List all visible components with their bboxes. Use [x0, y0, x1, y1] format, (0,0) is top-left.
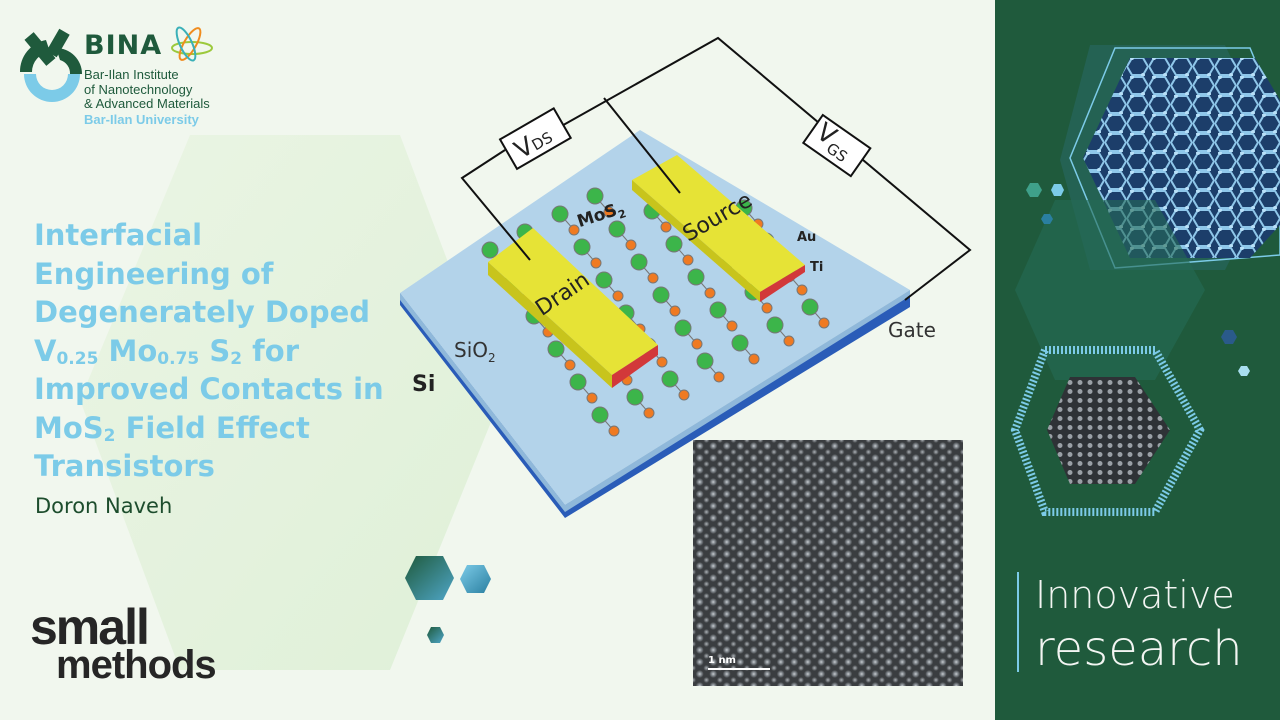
mo-atom: [573, 238, 591, 256]
source-electrode: [632, 155, 805, 292]
panel-decoration: [1010, 45, 1280, 516]
mo-atom: [665, 235, 683, 253]
mo-atom: [674, 319, 692, 337]
s-atom: [603, 206, 615, 218]
mo-atom: [547, 340, 565, 358]
tagline-line1: Innovative: [1035, 573, 1235, 617]
au-label: Au: [797, 230, 817, 245]
decor-hexagon: [460, 565, 491, 593]
tagline-line2: research: [1035, 621, 1243, 677]
s-atom: [748, 353, 760, 365]
tagline: Innovative research: [1035, 570, 1243, 678]
mo-atom: [731, 334, 749, 352]
mo-atom: [586, 187, 604, 205]
s-atom: [564, 359, 576, 371]
title-line: Engineering of: [34, 256, 274, 291]
mo-atom: [630, 253, 648, 271]
article-title: Interfacial Engineering of Degenerately …: [34, 216, 414, 486]
mo-atom: [801, 298, 819, 316]
mo-atom: [652, 286, 670, 304]
mo-atom: [766, 316, 784, 334]
mo-atom: [661, 370, 679, 388]
s-atom: [818, 317, 830, 329]
title-line: Improved Contacts in: [34, 372, 384, 406]
scale-bar: [708, 668, 770, 670]
gate-label: Gate: [888, 318, 936, 342]
s-atom: [568, 224, 580, 236]
s-atom: [669, 305, 681, 317]
tagline-accent-line: [1017, 572, 1019, 672]
mo-atom: [696, 352, 714, 370]
s-atom: [660, 221, 672, 233]
background-hexagon: [80, 135, 500, 670]
s-atom: [647, 272, 659, 284]
s-atom: [678, 389, 690, 401]
institute-line: & Advanced Materials: [84, 96, 210, 111]
s-atom: [643, 407, 655, 419]
s-atom: [656, 356, 668, 368]
university-name: Bar-Ilan University: [84, 111, 199, 127]
s-atom: [761, 302, 773, 314]
bina-logo-mark: [19, 28, 82, 102]
s-atom: [796, 284, 808, 296]
journal-line1: small: [30, 599, 150, 655]
decor-hexagon: [427, 627, 444, 643]
stem-hex-image: [1047, 377, 1170, 484]
title-formula-line: V0.25 Mo0.75 S2 for: [34, 333, 300, 369]
fet-device-diagram: [400, 36, 972, 518]
author-name: Doron Naveh: [35, 494, 173, 518]
mo-atom: [595, 271, 613, 289]
vds-meter: [498, 107, 573, 171]
institute-line: of Nanotechnology: [84, 81, 193, 97]
title-line: Degenerately Doped: [34, 295, 371, 329]
s-atom: [726, 320, 738, 332]
mo-atom: [626, 388, 644, 406]
mo-atom: [551, 205, 569, 223]
s-atom: [625, 239, 637, 251]
stem-micrograph: [693, 440, 963, 686]
mo-atom: [709, 301, 727, 319]
journal-logo: small methods: [30, 599, 217, 687]
mo-atom: [591, 406, 609, 424]
drain-electrode: [488, 228, 658, 375]
bina-logo: BINA Bar-Ilan Institute of Nanotechnolog…: [84, 24, 216, 127]
mo-atom: [608, 220, 626, 238]
scale-bar-label: 1 nm: [708, 655, 736, 666]
vgs-meter: [801, 113, 872, 178]
s-atom: [612, 290, 624, 302]
title-line: MoS2 Field Effect: [34, 410, 310, 446]
sio2-layer: [400, 130, 910, 505]
ti-label: Ti: [810, 260, 824, 275]
s-atom: [590, 257, 602, 269]
mo-atom: [569, 373, 587, 391]
mo-atom: [687, 268, 705, 286]
atom-orbit-icon: [171, 26, 214, 62]
decor-hexagon: [405, 556, 454, 600]
journal-line2: methods: [56, 643, 217, 687]
institute-line: Bar-Ilan Institute: [84, 67, 179, 82]
s-atom: [586, 392, 598, 404]
sio2-label: SiO2: [454, 338, 496, 365]
s-atom: [691, 338, 703, 350]
s-atom: [783, 335, 795, 347]
si-label: Si: [412, 372, 436, 397]
logo-acronym: BINA: [84, 30, 163, 61]
title-line: Transistors: [34, 449, 215, 483]
s-atom: [682, 254, 694, 266]
s-atom: [713, 371, 725, 383]
s-atom: [704, 287, 716, 299]
s-atom: [608, 425, 620, 437]
title-line: Interfacial: [34, 218, 203, 252]
mo-atom: [481, 241, 499, 259]
